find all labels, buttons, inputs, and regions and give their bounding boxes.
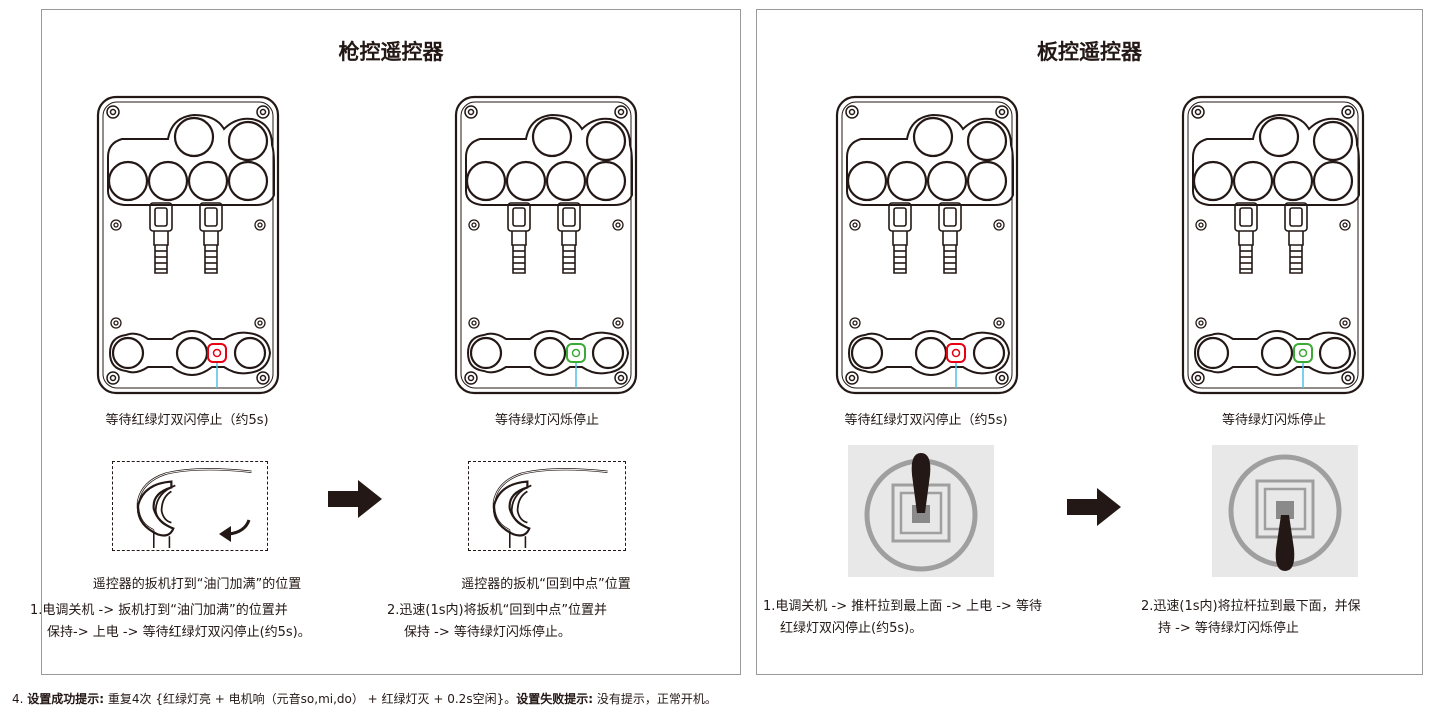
stick-up-diagram bbox=[848, 445, 994, 577]
trigger-center-diagram bbox=[468, 461, 626, 551]
led-caption: 等待绿灯闪烁停止 bbox=[1221, 413, 1326, 428]
step-line: 红绿灯双闪停止(约5s)。 bbox=[780, 621, 923, 636]
esc-board-diagram bbox=[835, 95, 1019, 395]
panel-board-remote: 板控遥控器 等待红绿灯双闪停止（约5s) 等待绿灯闪烁停止 1.电调关机 -> … bbox=[756, 9, 1423, 675]
pistol-trigger-icon bbox=[469, 462, 619, 550]
step-line: 1.电调关机 -> 扳机打到“油门加满”的位置并 bbox=[30, 603, 288, 618]
step-2-text: 2.迅速(1s内)将拉杆拉到最下面，并保 持 -> 等待绿灯闪烁停止 bbox=[1141, 596, 1361, 640]
led-red-indicator bbox=[946, 343, 966, 388]
step-1-text: 1.电调关机 -> 推杆拉到最上面 -> 上电 -> 等待 红绿灯双闪停止(约5… bbox=[763, 596, 1042, 640]
step-1-text: 1.电调关机 -> 扳机打到“油门加满”的位置并 保持-> 上电 -> 等待红绿… bbox=[30, 600, 311, 644]
arrow-right-icon bbox=[328, 480, 382, 518]
panel-gun-remote: 枪控遥控器 等待红绿灯双闪停止（约5s) 等待绿灯闪烁停止 遥控器的扳机打到“油… bbox=[30, 9, 741, 675]
step-line: 保持-> 上电 -> 等待红绿灯双闪停止(约5s)。 bbox=[47, 625, 311, 640]
led-caption: 等待红绿灯双闪停止（约5s) bbox=[844, 413, 1008, 428]
esc-board-diagram bbox=[454, 95, 638, 395]
success-text: 重复4次 {红绿灯亮 + 电机响（元音so,mi,do） + 红绿灯灭 + 0.… bbox=[104, 692, 517, 706]
step-line: 保持 -> 等待绿灯闪烁停止。 bbox=[404, 625, 571, 640]
esc-board-diagram bbox=[1181, 95, 1365, 395]
step-line: 1.电调关机 -> 推杆拉到最上面 -> 上电 -> 等待 bbox=[763, 599, 1042, 614]
step-line: 2.迅速(1s内)将扳机“回到中点”位置并 bbox=[387, 603, 608, 618]
step-line: 2.迅速(1s内)将拉杆拉到最下面，并保 bbox=[1141, 599, 1361, 614]
step-line: 持 -> 等待绿灯闪烁停止 bbox=[1158, 621, 1299, 636]
trigger-full-throttle-diagram bbox=[112, 461, 268, 551]
led-caption: 等待红绿灯双闪停止（约5s) bbox=[105, 413, 269, 428]
led-green-indicator bbox=[566, 343, 586, 388]
led-caption: 等待绿灯闪烁停止 bbox=[494, 413, 599, 428]
fail-label: 设置失败提示: bbox=[516, 692, 594, 706]
step-2-text: 2.迅速(1s内)将扳机“回到中点”位置并 保持 -> 等待绿灯闪烁停止。 bbox=[387, 600, 607, 644]
esc-board-diagram bbox=[96, 95, 280, 395]
panel-title: 板控遥控器 bbox=[1037, 40, 1142, 64]
trigger-caption: 遥控器的扳机打到“油门加满”的位置 bbox=[92, 577, 302, 592]
curved-arrow-icon bbox=[219, 519, 251, 542]
arrow-right-icon bbox=[1067, 488, 1121, 526]
footer-note: 4. 设置成功提示: 重复4次 {红绿灯亮 + 电机响（元音so,mi,do） … bbox=[12, 690, 717, 707]
trigger-caption: 遥控器的扳机“回到中点”位置 bbox=[461, 577, 631, 592]
panel-title: 枪控遥控器 bbox=[338, 40, 444, 64]
led-red-indicator bbox=[207, 343, 227, 388]
stick-down-diagram bbox=[1212, 445, 1358, 577]
success-label: 设置成功提示: bbox=[27, 692, 105, 706]
fail-text: 没有提示，正常开机。 bbox=[593, 692, 717, 706]
footer-prefix: 4. bbox=[12, 692, 28, 706]
led-green-indicator bbox=[1293, 343, 1313, 388]
